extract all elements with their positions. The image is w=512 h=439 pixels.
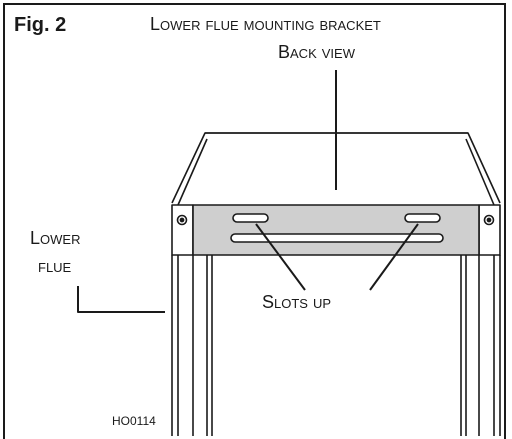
slot-left: [232, 213, 269, 223]
flue-right-inner-diag: [465, 138, 495, 206]
slots-leader-left: [255, 223, 306, 291]
title-line-2: Back view: [278, 42, 355, 62]
lower-flue-label-line-1: Lower: [30, 228, 81, 248]
figure-number: Fig. 2: [14, 14, 67, 36]
lower-flue-label-line-2: flue: [38, 256, 72, 276]
right-side-panel: [478, 204, 501, 256]
slots-up-label: Slots up: [262, 292, 332, 312]
left-screw-center: [179, 217, 185, 223]
mounting-bracket: [192, 204, 480, 256]
drawing-code: HO0114: [112, 414, 156, 428]
figure-border: [3, 3, 506, 439]
flue-left-inner-diag: [177, 138, 208, 206]
right-screw-center: [486, 217, 492, 223]
title-line-1: Lower flue mounting bracket: [150, 14, 381, 34]
lower-flue-leader: [77, 286, 165, 313]
slots-leader-right: [369, 223, 419, 291]
left-side-panel: [171, 204, 194, 256]
long-slot: [230, 233, 444, 243]
slot-right: [404, 213, 441, 223]
